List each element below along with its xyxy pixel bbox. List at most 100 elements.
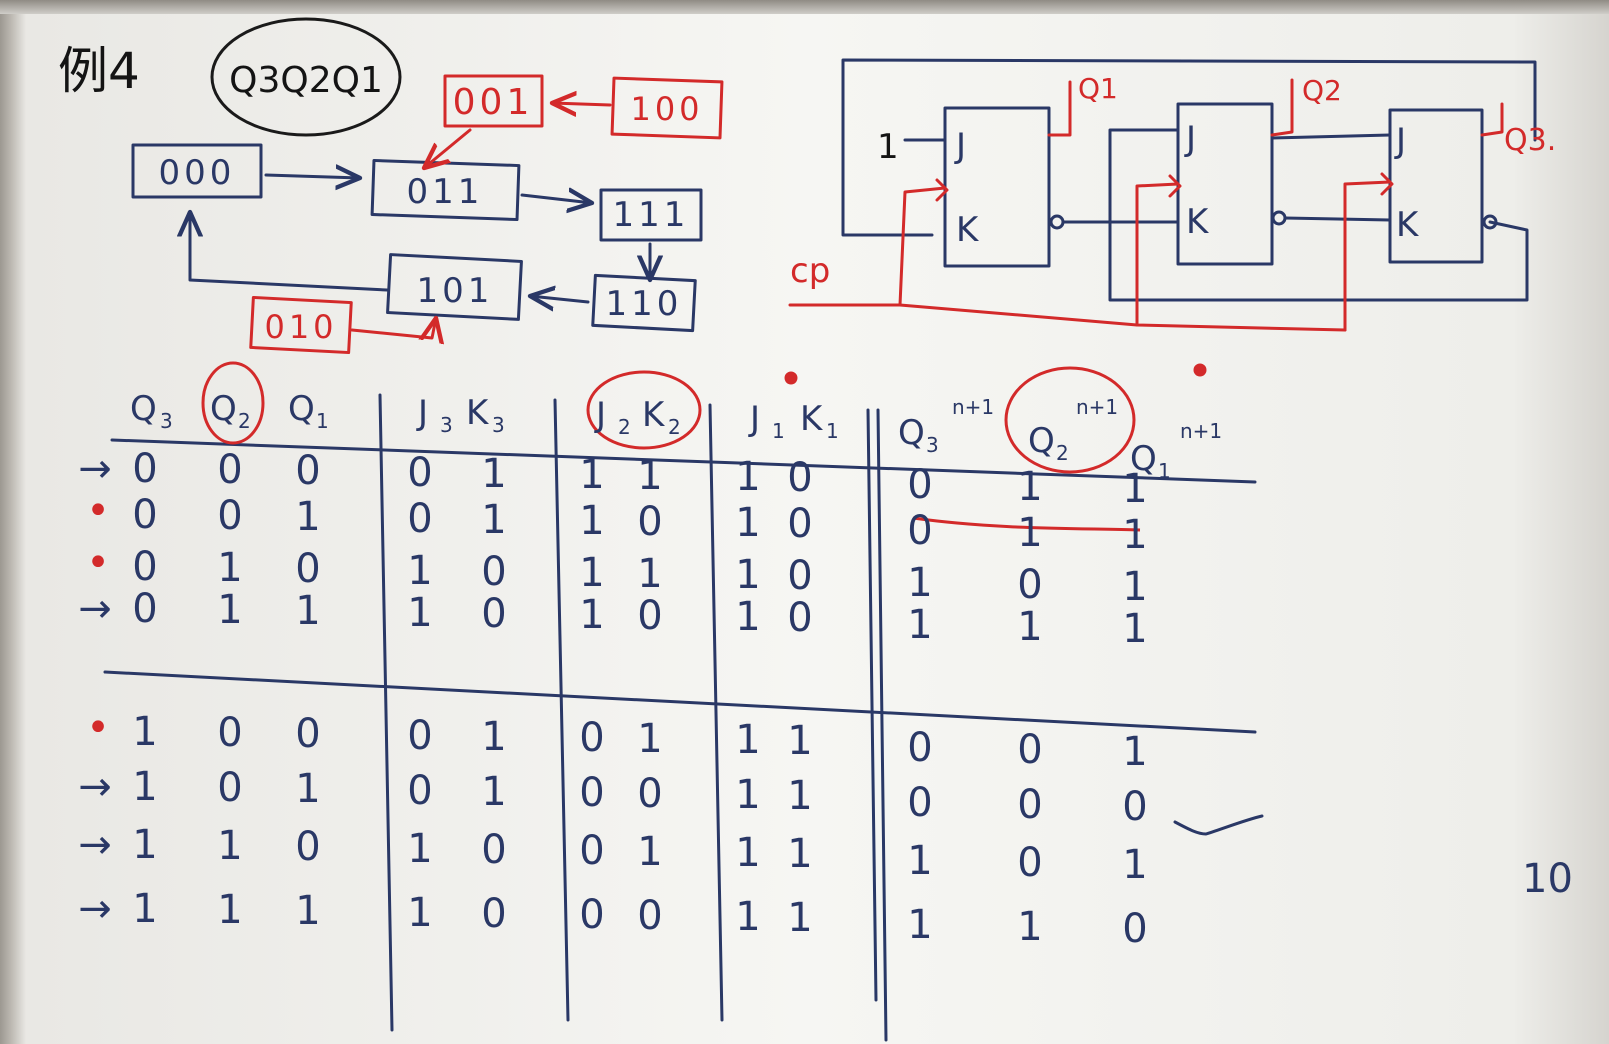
cell-j1k1-0: 1	[735, 552, 760, 598]
cell-j3k3-0: 0	[407, 768, 432, 814]
state-diagram: 000 011 111 110 101 001 100 010	[131, 74, 724, 355]
q2-output-wire	[1270, 78, 1294, 137]
arrow-110-to-101	[530, 296, 590, 302]
cell-j2k2-0: 1	[579, 452, 604, 498]
cell-q-0: 0	[132, 492, 157, 538]
circuit-diagram: J K 1 J K J K Q1 Q2 Q3. cp	[788, 58, 1556, 332]
cell-q-1: 1	[217, 887, 242, 933]
arrow-000-to-011	[264, 175, 360, 178]
ff2-j-label: J	[1184, 119, 1196, 159]
cell-j3k3-0: 1	[407, 890, 432, 936]
cell-j1k1-1: 0	[787, 455, 812, 501]
cell-q-1: 0	[217, 710, 242, 756]
ff1-clock-wire	[898, 186, 947, 307]
cell-j2k2-0: 1	[579, 498, 604, 544]
table-col-rule-3	[708, 403, 724, 1022]
cell-next-2: 1	[1122, 842, 1147, 888]
cell-j2k2-0: 0	[579, 828, 604, 874]
table-col-rule-1	[378, 393, 394, 1032]
cell-j2k2-1: 1	[637, 453, 662, 499]
cell-j2k2-0: 1	[579, 592, 604, 638]
hdr-q3-next-sup: n+1	[952, 395, 994, 419]
hdr-j3: J	[416, 393, 428, 433]
cell-next-2: 1	[1122, 512, 1147, 558]
state-label-111: 111	[613, 195, 690, 235]
cell-next-0: 1	[907, 560, 932, 606]
cell-q-0: 0	[132, 446, 157, 492]
cell-q-2: 1	[295, 588, 320, 634]
cell-j1k1-1: 1	[787, 895, 812, 941]
cell-next-2: 0	[1122, 906, 1147, 952]
cell-next-2: 1	[1122, 466, 1147, 512]
arrow-100-to-001	[552, 103, 612, 105]
row1-red-underline	[912, 516, 1141, 532]
cell-j2k2-1: 0	[637, 771, 662, 817]
j2k2-header-circle	[586, 370, 702, 450]
hdr-q1-sub: 1	[316, 409, 329, 433]
ff3-k-label: K	[1396, 205, 1420, 245]
table-col-rule-4	[866, 408, 878, 1002]
hdr-j3-sub: 3	[440, 413, 453, 437]
table-col-rule-2	[553, 398, 570, 1022]
cell-j1k1-0: 1	[735, 894, 760, 940]
state-order-circle	[210, 17, 402, 137]
cell-next-1: 0	[1017, 727, 1042, 773]
q2-next-header-circle	[1004, 366, 1136, 474]
cell-q-2: 0	[295, 448, 320, 494]
cell-next-0: 1	[907, 602, 932, 648]
cell-q-0: 1	[132, 886, 157, 932]
state-label-101: 101	[417, 271, 494, 311]
cell-next-0: 0	[907, 462, 932, 508]
ff1-qnot-bubble	[1049, 214, 1065, 230]
cell-next-1: 1	[1017, 904, 1042, 950]
cell-j1k1-1: 0	[787, 553, 812, 599]
hdr-k1-sub: 1	[826, 419, 839, 443]
cell-next-1: 0	[1017, 782, 1042, 828]
ff3-qnot-bubble	[1482, 214, 1498, 230]
state-box-010	[249, 295, 353, 355]
hdr-q1-next-sup: n+1	[1180, 419, 1222, 443]
feedback-wire-top	[841, 58, 1537, 237]
state-box-111	[599, 188, 703, 242]
row-arrow: →	[78, 586, 112, 632]
state-label-010: 010	[264, 308, 337, 346]
state-box-000	[131, 143, 263, 199]
hdr-k2: K	[642, 395, 666, 435]
cell-next-0: 0	[907, 780, 932, 826]
cell-q-2: 1	[295, 766, 320, 812]
margin-note: 10	[1522, 856, 1573, 902]
cell-j2k2-1: 1	[637, 551, 662, 597]
cell-j1k1-1: 1	[787, 831, 812, 877]
title-area: 例4 Q3Q2Q1	[58, 17, 402, 137]
cell-j1k1-0: 1	[735, 717, 760, 763]
hdr-q3-next: Q	[898, 413, 925, 453]
table-header: Q 3 Q 2 Q 1 J 3 K 3 J 2 K 2 J 1 K 1 Q 3 …	[130, 389, 1222, 483]
cell-q-2: 0	[295, 546, 320, 592]
cell-q-0: 1	[132, 822, 157, 868]
cell-j3k3-1: 1	[481, 714, 506, 760]
hdr-j1-sub: 1	[772, 419, 785, 443]
cell-j2k2-0: 1	[579, 550, 604, 596]
hdr-q2-next: Q	[1028, 421, 1055, 461]
cell-next-0: 1	[907, 838, 932, 884]
cell-q-0: 1	[132, 764, 157, 810]
q1-output-label: Q1	[1078, 72, 1118, 105]
state-order-label: Q3Q2Q1	[229, 60, 383, 101]
arrow-011-to-111	[520, 195, 592, 203]
check-mark	[1173, 814, 1264, 836]
ff2-k-label: K	[1186, 202, 1210, 242]
state-box-101	[386, 253, 523, 321]
table-header-rule	[110, 438, 1257, 484]
cell-q-0: 1	[132, 709, 157, 755]
cell-next-1: 0	[1017, 840, 1042, 886]
arrow-001-to-011	[424, 128, 472, 168]
cell-j1k1-0: 1	[735, 830, 760, 876]
cell-j2k2-1: 0	[637, 593, 662, 639]
cell-j3k3-1: 1	[481, 497, 506, 543]
cell-j1k1-1: 0	[787, 501, 812, 547]
hdr-q2-sub: 2	[238, 409, 251, 433]
cell-j2k2-1: 0	[637, 893, 662, 939]
cell-j2k2-1: 0	[637, 499, 662, 545]
